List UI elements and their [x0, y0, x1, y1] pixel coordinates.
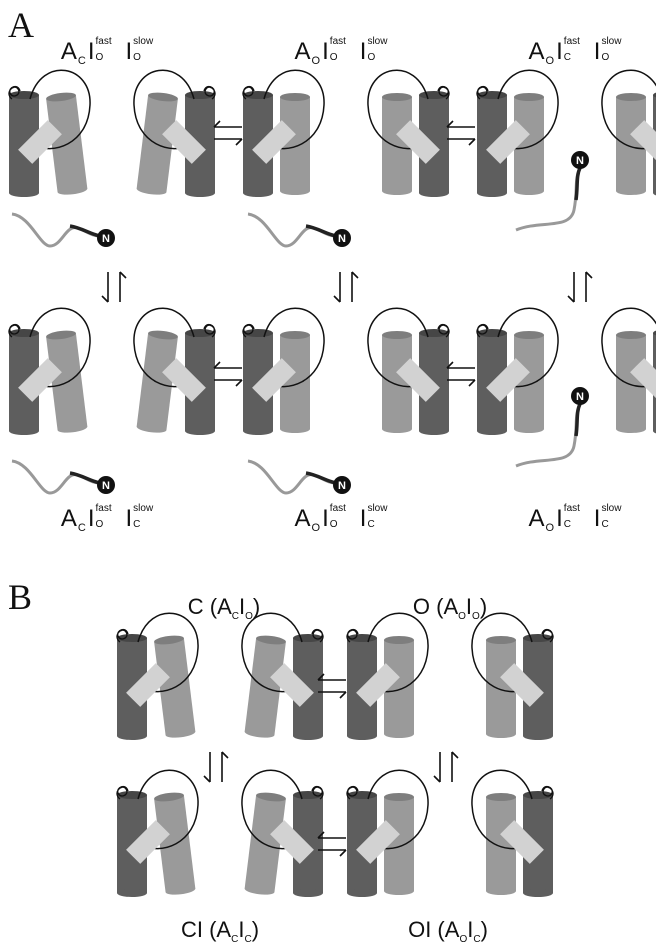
arrows-a-top-2 — [447, 121, 475, 145]
arrow-right — [447, 380, 475, 386]
arrow-right — [214, 380, 242, 386]
ball-letter: N — [338, 480, 346, 492]
arrow-down — [334, 272, 340, 302]
channel-b-closed — [117, 613, 323, 740]
arrows-b-vert-left — [204, 752, 228, 782]
ball-a-top-mid: N — [248, 214, 351, 247]
channel-b-open-inactivated — [347, 770, 553, 897]
arrow-down — [568, 272, 574, 302]
arrow-up — [352, 272, 358, 302]
channel-a-top-right — [477, 70, 656, 197]
channel-a-bot-right — [477, 308, 656, 435]
arrow-up — [586, 272, 592, 302]
arrow-right — [214, 139, 242, 145]
ball-letter: N — [338, 233, 346, 245]
arrow-left — [214, 362, 242, 368]
channel-a-top-left — [9, 70, 215, 197]
channel-b-open — [347, 613, 553, 740]
arrows-a-vert-mid — [334, 272, 358, 302]
arrows-b-vert-right — [434, 752, 458, 782]
ball-letter: N — [576, 155, 584, 167]
channel-a-bot-mid — [243, 308, 449, 435]
arrow-right — [447, 139, 475, 145]
channel-a-bot-left — [9, 308, 215, 435]
ball-a-bot-left: N — [12, 461, 115, 494]
ball-letter: N — [576, 391, 584, 403]
chain — [576, 404, 580, 436]
arrows-a-vert-left — [102, 272, 126, 302]
arrow-down — [434, 752, 440, 782]
arrows-a-top-1 — [214, 121, 242, 145]
arrow-up — [120, 272, 126, 302]
channel-b-closed-inactivated — [117, 770, 323, 897]
arrow-left — [447, 362, 475, 368]
arrow-up — [222, 752, 228, 782]
channel-a-top-mid — [243, 70, 449, 197]
arrow-up — [452, 752, 458, 782]
ball-letter: N — [102, 233, 110, 245]
arrow-down — [102, 272, 108, 302]
chain — [306, 226, 336, 236]
arrow-left — [214, 121, 242, 127]
arrow-down — [204, 752, 210, 782]
arrows-a-bot-1 — [214, 362, 242, 386]
arrows-a-vert-right — [568, 272, 592, 302]
arrow-left — [447, 121, 475, 127]
chain — [306, 473, 336, 483]
ball-a-top-left: N — [12, 214, 115, 247]
chain — [70, 473, 100, 483]
ball-letter: N — [102, 480, 110, 492]
chain — [576, 168, 580, 200]
chain — [70, 226, 100, 236]
ball-a-bot-mid: N — [248, 461, 351, 494]
arrows-a-bot-2 — [447, 362, 475, 386]
